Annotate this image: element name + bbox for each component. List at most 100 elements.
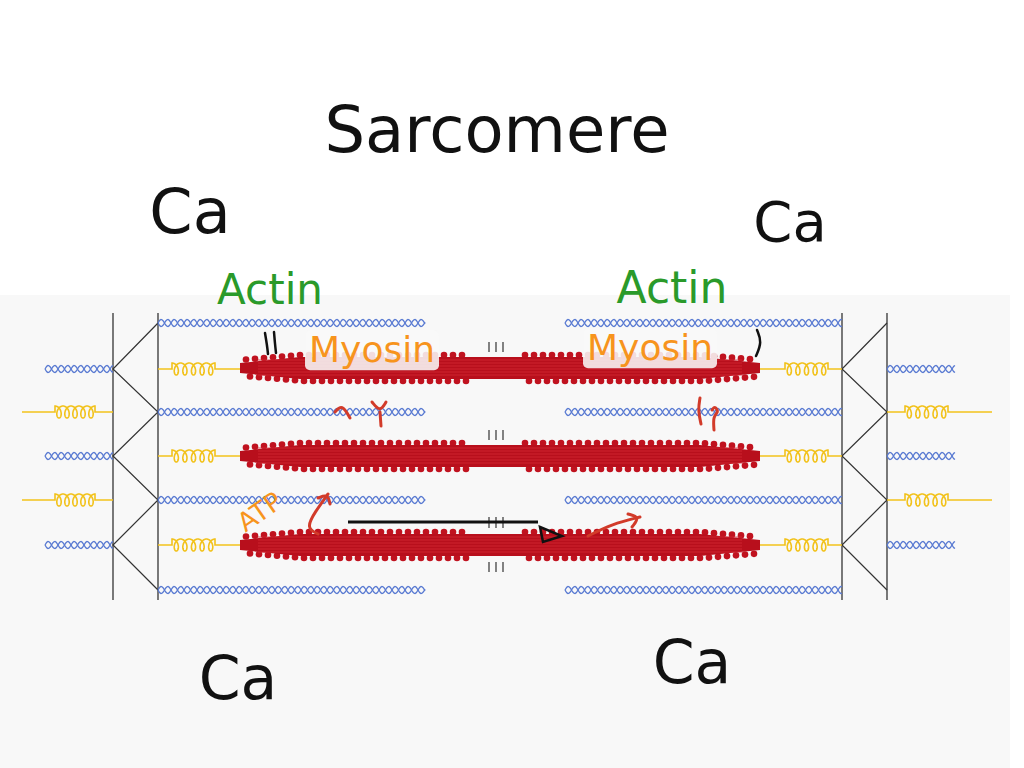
myosin-stripe xyxy=(258,457,742,458)
myosin-head xyxy=(747,444,754,451)
myosin-head xyxy=(715,377,722,384)
m-line-tick xyxy=(502,430,503,440)
m-line-tick xyxy=(502,342,503,352)
titin-spring xyxy=(158,539,242,551)
titin-spring xyxy=(158,363,242,375)
actin-strand xyxy=(887,453,955,460)
myosin-head xyxy=(243,444,250,451)
part-label: Ca xyxy=(753,191,826,253)
z-disc xyxy=(113,313,158,600)
z-zigzag xyxy=(842,323,887,590)
actin-strand xyxy=(887,366,955,373)
myosin-head xyxy=(724,376,731,383)
titin-spring xyxy=(887,406,992,418)
crossbridge-mark xyxy=(380,412,381,426)
part-label: Actin xyxy=(217,267,323,313)
myosin-head xyxy=(742,374,749,381)
atp-arrow-head xyxy=(318,496,330,504)
titin-spring xyxy=(758,363,842,375)
actin-tick xyxy=(756,330,760,356)
titin-spring xyxy=(887,494,992,506)
titin-coil xyxy=(887,406,992,418)
actin-filament xyxy=(158,409,425,416)
myosin-head xyxy=(252,443,259,450)
myosin-head xyxy=(252,355,259,362)
actin-strand xyxy=(565,409,842,416)
z-disc xyxy=(842,313,887,600)
part-label: Ca xyxy=(199,645,278,711)
part-label: Ca xyxy=(149,178,230,246)
myosin-head xyxy=(751,551,758,558)
sliding-arrow-head xyxy=(540,527,562,542)
myosin-head xyxy=(733,463,740,470)
myosin-stripe xyxy=(258,372,742,373)
actin-tick xyxy=(265,333,268,354)
actin-strand xyxy=(565,587,842,594)
titin-spring xyxy=(758,539,842,551)
actin-strand xyxy=(158,587,425,594)
myosin-stripe xyxy=(258,454,742,455)
actin-strand xyxy=(565,497,842,504)
actin-strand xyxy=(565,497,842,504)
titin-spring xyxy=(22,406,113,418)
myosin-head xyxy=(715,554,722,561)
myosin-stripe xyxy=(258,460,742,461)
titin-coil xyxy=(22,406,113,418)
ground-panel xyxy=(0,295,1010,768)
actin-filament xyxy=(45,366,113,373)
diagram-title: Sarcomere xyxy=(324,95,669,165)
crossbridge-mark xyxy=(335,407,350,418)
actin-strand xyxy=(565,320,842,327)
actin-filament xyxy=(565,320,842,327)
actin-strand xyxy=(45,542,113,549)
actin-strand xyxy=(158,497,425,504)
actin-filament xyxy=(565,497,842,504)
myosin-stripe xyxy=(258,540,742,541)
myosin-body xyxy=(240,534,760,556)
actin-filament xyxy=(565,409,842,416)
actin-strand xyxy=(45,453,113,460)
myosin-stripe xyxy=(258,375,742,376)
m-line-tick xyxy=(488,562,489,572)
titin-coil xyxy=(758,450,842,462)
actin-strand xyxy=(158,320,425,327)
myosin-stripe xyxy=(258,448,742,449)
myosin-head xyxy=(747,356,754,363)
myosin-head xyxy=(733,375,740,382)
sliding-arrow xyxy=(348,521,538,524)
actin-strand xyxy=(158,320,425,327)
actin-tick xyxy=(274,332,276,353)
actin-strand xyxy=(565,320,842,327)
actin-strand xyxy=(887,366,955,373)
actin-strand xyxy=(45,542,113,549)
actin-strand xyxy=(565,409,842,416)
titin-coil xyxy=(158,450,242,462)
part-label: Ca xyxy=(653,629,732,695)
myosin-body xyxy=(240,445,760,467)
actin-strand xyxy=(565,587,842,594)
myosin-head xyxy=(715,465,722,472)
part-label: Myosin xyxy=(583,328,717,368)
crossbridge-mark xyxy=(372,402,386,409)
myosin-stripe xyxy=(258,546,742,547)
myosin-head xyxy=(243,356,250,363)
myosin-head xyxy=(724,553,731,560)
actin-filament xyxy=(158,587,425,594)
titin-coil xyxy=(758,363,842,375)
myosin-head xyxy=(742,551,749,558)
myosin-stripe xyxy=(258,463,742,464)
myosin-head xyxy=(724,464,731,471)
actin-strand xyxy=(887,453,955,460)
myosin-stripe xyxy=(258,537,742,538)
crossbridge-mark xyxy=(699,398,701,424)
myosin-head xyxy=(751,374,758,381)
actin-strand xyxy=(45,366,113,373)
actin-strand xyxy=(158,497,425,504)
m-line-tick xyxy=(495,562,496,572)
actin-filament xyxy=(45,542,113,549)
actin-strand xyxy=(158,409,425,416)
myosin-filament xyxy=(240,440,760,473)
m-line-tick xyxy=(495,430,496,440)
m-line-tick xyxy=(502,562,503,572)
